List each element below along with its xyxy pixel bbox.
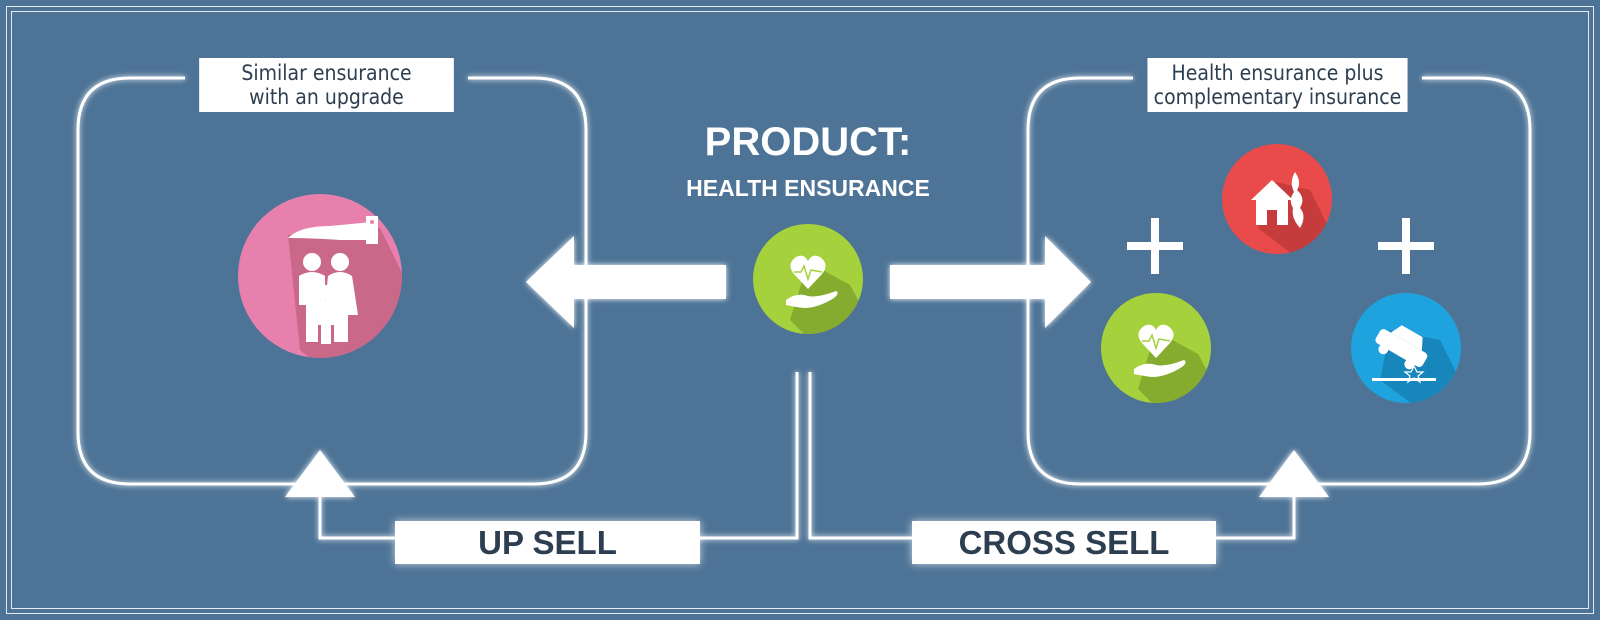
left-panel-label: Similar ensurance with an upgrade	[199, 58, 454, 112]
cross-sell-connector	[808, 372, 1296, 540]
cross-sell-label: CROSS SELL	[912, 521, 1216, 564]
heart-hand-icon	[753, 224, 863, 334]
arrow-right	[890, 236, 1091, 328]
right-panel-border	[1026, 76, 1532, 486]
up-sell-connector	[318, 372, 799, 540]
house-fire-icon	[1222, 144, 1332, 254]
left-panel-label-line2: with an upgrade	[249, 85, 404, 109]
outer-frame-inner	[11, 11, 1589, 609]
plus-icon	[1378, 218, 1434, 274]
car-crash-icon	[1351, 293, 1461, 403]
left-panel-label-line1: Similar ensurance	[241, 61, 412, 85]
plus-icon	[1127, 218, 1183, 274]
outer-frame-outer	[6, 6, 1594, 614]
right-panel-label-line1: Health ensurance plus	[1171, 61, 1384, 85]
heart-hand-icon	[1101, 293, 1211, 403]
up-sell-arrowhead	[285, 450, 355, 497]
product-subtitle: HEALTH ENSURANCE	[686, 175, 930, 201]
right-panel-label: Health ensurance plus complementary insu…	[1147, 58, 1408, 112]
cross-sell-arrowhead	[1259, 450, 1329, 497]
family-protection-icon	[238, 194, 402, 358]
up-sell-label: UP SELL	[395, 521, 700, 564]
product-title: PRODUCT:	[704, 120, 912, 164]
right-panel-label-line2: complementary insurance	[1153, 85, 1402, 109]
arrow-left	[526, 236, 726, 328]
